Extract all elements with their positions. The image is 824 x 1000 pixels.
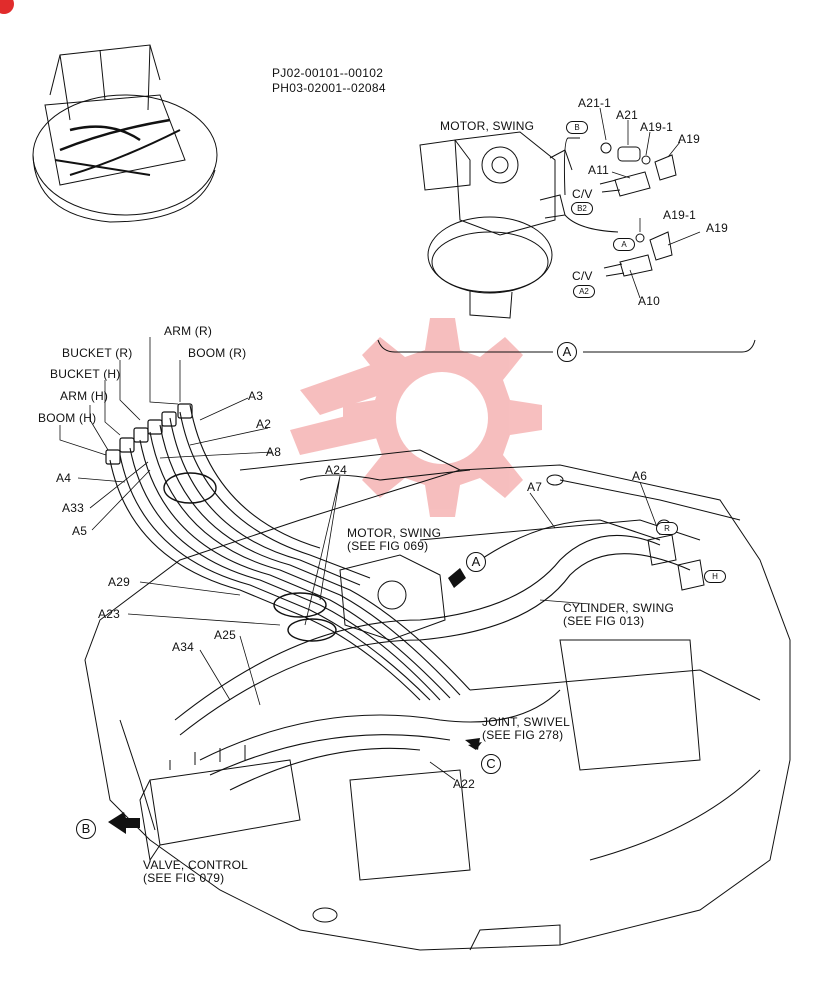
part-a23[interactable]: A23	[98, 607, 120, 621]
part-a2[interactable]: A2	[256, 417, 272, 431]
ref-valve-control-title: VALVE, CONTROL	[143, 858, 249, 872]
part-a11[interactable]: A11	[588, 163, 610, 177]
part-a19-lower[interactable]: A19	[706, 221, 728, 235]
part-a33[interactable]: A33	[62, 501, 84, 515]
port-tag-a2: A2	[573, 285, 595, 298]
upperstructure-frame	[84, 449, 791, 951]
detail-callout-a[interactable]: A	[557, 342, 577, 362]
control-valve-icon	[139, 745, 301, 862]
gear-watermark-icon	[290, 318, 542, 517]
swing-motor-detail-icon	[419, 131, 573, 319]
leader-lines	[59, 107, 701, 781]
serial-range-1: PJ02-00101--00102	[272, 66, 384, 80]
ref-joint-swivel-fig[interactable]: (SEE FIG 278)	[482, 728, 564, 742]
part-a25[interactable]: A25	[214, 628, 236, 642]
part-a7[interactable]: A7	[527, 480, 543, 494]
ref-cylinder-swing-title: CYLINDER, SWING	[563, 601, 675, 615]
port-tag-a: A	[613, 238, 635, 251]
part-a5[interactable]: A5	[72, 524, 88, 538]
part-a34[interactable]: A34	[172, 640, 194, 654]
fitting-set-icon	[563, 137, 677, 277]
port-tag-b2: B2	[571, 202, 593, 215]
swivel-collar-icon	[163, 472, 337, 642]
part-a19-1-lower[interactable]: A19-1	[663, 208, 697, 222]
part-a6[interactable]: A6	[632, 469, 648, 483]
ref-joint-swivel-title: JOINT, SWIVEL	[482, 715, 570, 729]
serial-range-2: PH03-02001--02084	[272, 81, 386, 95]
label-arm-h: ARM (H)	[60, 389, 109, 403]
label-arm-r: ARM (R)	[164, 324, 213, 338]
hose-bundle	[109, 404, 691, 791]
part-a10[interactable]: A10	[638, 294, 660, 308]
part-a19[interactable]: A19	[678, 132, 700, 146]
callout-arrows-icon	[108, 568, 482, 834]
ref-cylinder-swing-fig[interactable]: (SEE FIG 013)	[563, 614, 645, 628]
part-a24[interactable]: A24	[325, 463, 347, 477]
label-bucket-r: BUCKET (R)	[62, 346, 133, 360]
fitting-tag-r: R	[656, 522, 678, 535]
main-swing-motor-icon	[339, 554, 446, 641]
ref-motor-swing-title: MOTOR, SWING	[347, 526, 442, 540]
callout-c[interactable]: C	[481, 754, 501, 774]
part-a29[interactable]: A29	[108, 575, 130, 589]
part-a3[interactable]: A3	[248, 389, 264, 403]
part-a21-1[interactable]: A21-1	[578, 96, 612, 110]
cv-label-2: C/V	[572, 269, 593, 283]
label-boom-h: BOOM (H)	[38, 411, 97, 425]
label-boom-r: BOOM (R)	[188, 346, 247, 360]
part-a8[interactable]: A8	[266, 445, 282, 459]
corner-badge-icon	[0, 0, 14, 14]
cv-label-1: C/V	[572, 187, 593, 201]
ref-valve-control-fig[interactable]: (SEE FIG 079)	[143, 871, 225, 885]
port-tag-b: B	[566, 121, 588, 134]
hose-end-fittings-icon	[105, 403, 193, 465]
detail-title: MOTOR, SWING	[440, 119, 535, 133]
ref-motor-swing-fig[interactable]: (SEE FIG 069)	[347, 539, 429, 553]
callout-b[interactable]: B	[76, 819, 96, 839]
label-bucket-h: BUCKET (H)	[50, 367, 121, 381]
part-a22[interactable]: A22	[453, 777, 475, 791]
part-a21[interactable]: A21	[616, 108, 638, 122]
detail-bracket	[377, 339, 756, 353]
part-a4[interactable]: A4	[56, 471, 72, 485]
machine-thumbnail-icon	[32, 44, 218, 223]
callout-a[interactable]: A	[466, 552, 486, 572]
part-a19-1[interactable]: A19-1	[640, 120, 674, 134]
fitting-tag-h: H	[704, 570, 726, 583]
